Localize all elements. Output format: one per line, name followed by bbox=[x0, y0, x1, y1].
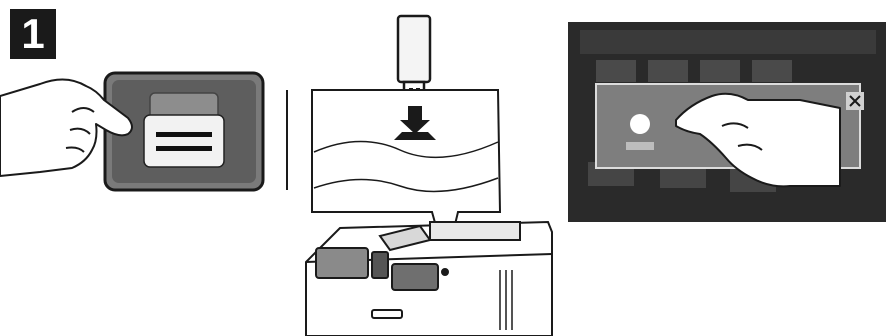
usb-dialog-icon bbox=[630, 114, 650, 134]
insert-arrow-icon bbox=[394, 106, 436, 140]
printer-usb-port bbox=[441, 268, 449, 276]
printer-illustration bbox=[305, 220, 553, 336]
print-from-icon bbox=[143, 92, 225, 168]
printer-control-panel bbox=[315, 247, 369, 279]
hand-swipe-icon bbox=[675, 92, 841, 188]
hand-tap-icon bbox=[0, 78, 133, 177]
close-icon[interactable] bbox=[846, 92, 864, 110]
step-number-badge: 1 bbox=[10, 9, 56, 59]
